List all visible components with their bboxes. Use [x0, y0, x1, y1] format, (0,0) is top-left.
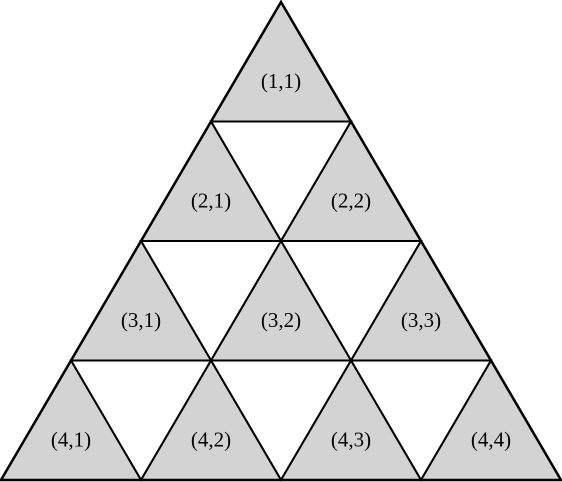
cell-label-4-4: (4,4) — [471, 428, 511, 452]
cell-label-2-2: (2,2) — [331, 189, 371, 213]
cell-label-4-2: (4,2) — [191, 428, 231, 452]
cell-labels: (1,1) (2,1) (2,2) (3,1) (3,2) (3,3) (4,1) (4,2)… — [51, 69, 511, 452]
cell-label-4-1: (4,1) — [51, 428, 91, 452]
cell-label-2-1: (2,1) — [191, 189, 231, 213]
cell-label-3-2: (3,2) — [261, 308, 301, 332]
cell-label-3-1: (3,1) — [121, 308, 161, 332]
cell-label-1-1: (1,1) — [261, 69, 301, 93]
upright-triangle-3-2 — [209, 239, 353, 362]
cell-label-4-3: (4,3) — [331, 428, 371, 452]
upright-triangle-1-1 — [209, 0, 353, 123]
cell-label-3-3: (3,3) — [401, 308, 441, 332]
